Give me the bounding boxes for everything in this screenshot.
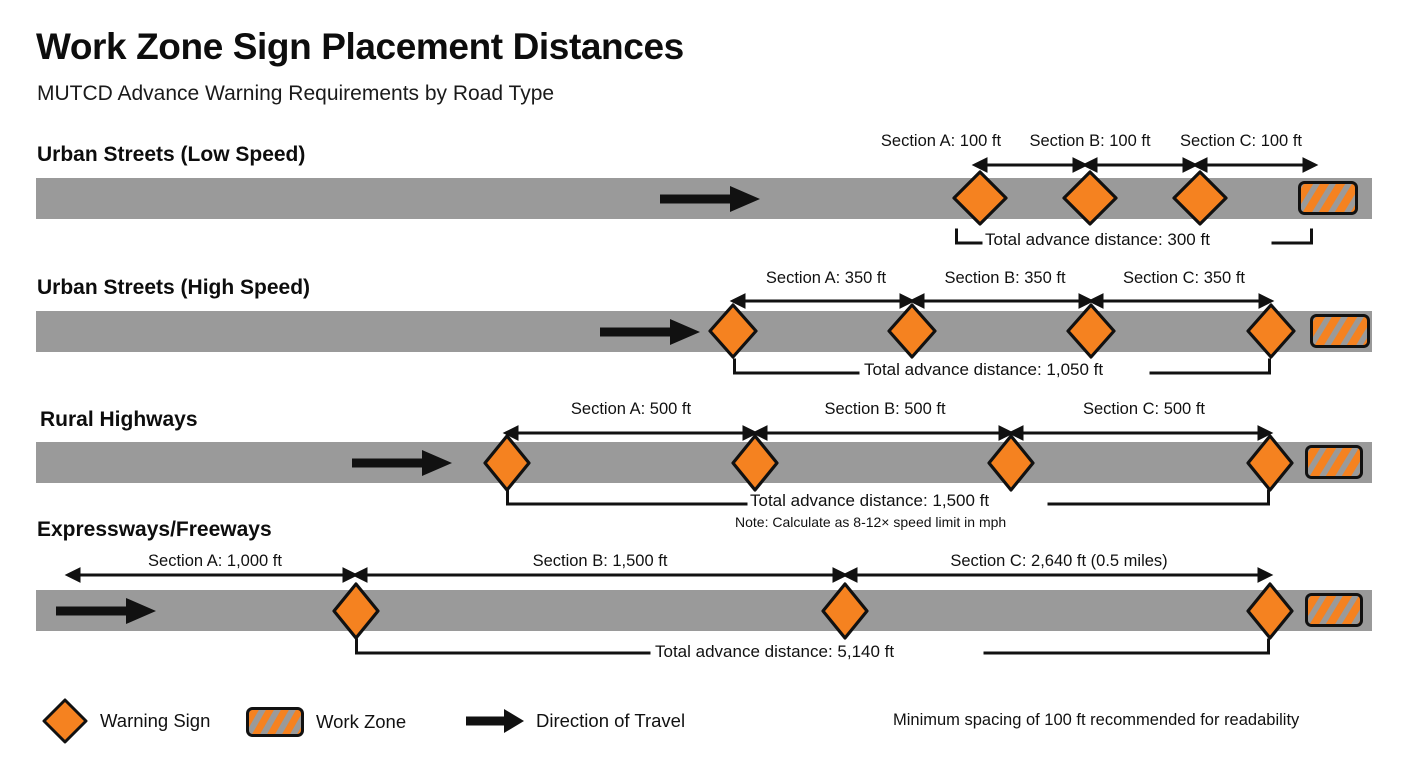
work-zone-box-row2 — [1310, 314, 1370, 348]
section-arrows-row4 — [64, 565, 1274, 585]
legend-footnote: Minimum spacing of 100 ft recommended fo… — [893, 711, 1300, 729]
section-label-row2-b: Section B: 350 ft — [944, 269, 1066, 287]
section-arrows-row3 — [502, 423, 1274, 443]
legend-label-warning-sign: Warning Sign — [100, 710, 211, 731]
section-label-row3-b: Section B: 500 ft — [824, 400, 946, 418]
total-bracket-row1 — [955, 228, 1313, 250]
warning-sign-row2-3[interactable] — [1063, 303, 1119, 359]
warning-sign-row4-3[interactable] — [1244, 582, 1296, 640]
total-label-row2: Total advance distance: 1,050 ft — [864, 360, 1104, 379]
section-arrows-row2 — [729, 291, 1275, 311]
section-label-row4-b: Section B: 1,500 ft — [532, 552, 668, 570]
row-label-urban-high-speed: Urban Streets (High Speed) — [37, 276, 311, 299]
work-zone-box-row3 — [1305, 445, 1363, 479]
warning-sign-row4-1[interactable] — [330, 582, 382, 640]
total-label-row3: Total advance distance: 1,500 ft — [750, 491, 990, 510]
warning-sign-row3-3[interactable] — [985, 434, 1037, 492]
legend-label-direction-of-travel: Direction of Travel — [536, 710, 686, 731]
section-label-row1-c: Section C: 100 ft — [1180, 132, 1302, 150]
total-bracket-row4 — [355, 638, 1270, 660]
legend-item-work-zone: Work Zone — [246, 707, 406, 737]
road-bar-row3 — [36, 442, 1372, 483]
warning-sign-row2-4[interactable] — [1243, 303, 1299, 359]
total-bracket-row2 — [733, 358, 1271, 380]
direction-arrow-row1 — [660, 184, 760, 214]
work-zone-hatch-icon — [246, 707, 304, 737]
section-label-row2-c: Section C: 350 ft — [1123, 269, 1245, 287]
page-title: Work Zone Sign Placement Distances — [36, 26, 684, 67]
warning-sign-row1-3[interactable] — [1172, 170, 1228, 226]
warning-sign-row2-1[interactable] — [705, 303, 761, 359]
road-bar-row2 — [36, 311, 1372, 352]
direction-arrow-row3 — [352, 448, 452, 478]
legend-item-direction-of-travel: Direction of Travel — [466, 708, 685, 734]
page-subtitle: MUTCD Advance Warning Requirements by Ro… — [37, 82, 555, 105]
warning-sign-row3-1[interactable] — [481, 434, 533, 492]
warning-sign-row1-2[interactable] — [1062, 170, 1118, 226]
warning-sign-row3-4[interactable] — [1244, 434, 1296, 492]
road-bar-row4 — [36, 590, 1372, 631]
direction-arrow-row4 — [56, 596, 156, 626]
warning-sign-row1-1[interactable] — [952, 170, 1008, 226]
legend-item-warning-sign: Warning Sign — [42, 698, 210, 744]
row-label-urban-low-speed: Urban Streets (Low Speed) — [37, 143, 306, 166]
section-label-row1-b: Section B: 100 ft — [1029, 132, 1151, 150]
warning-sign-diamond-icon — [42, 698, 88, 744]
section-label-row1-a: Section A: 100 ft — [880, 132, 1002, 150]
direction-arrow-icon — [466, 708, 524, 734]
section-label-row4-a: Section A: 1,000 ft — [148, 552, 282, 570]
direction-arrow-row2 — [600, 317, 700, 347]
section-label-row4-c: Section C: 2,640 ft (0.5 miles) — [950, 552, 1168, 570]
total-bracket-row3 — [506, 489, 1270, 511]
warning-sign-row3-2[interactable] — [729, 434, 781, 492]
row-label-rural-highways: Rural Highways — [40, 408, 198, 431]
total-label-row4: Total advance distance: 5,140 ft — [655, 642, 895, 661]
section-label-row2-a: Section A: 350 ft — [765, 269, 887, 287]
row-label-expressways-freeways: Expressways/Freeways — [37, 518, 272, 541]
work-zone-box-row4 — [1305, 593, 1363, 627]
work-zone-box-row1 — [1298, 181, 1358, 215]
section-arrows-row1 — [971, 155, 1319, 175]
legend-label-work-zone: Work Zone — [316, 711, 407, 732]
section-label-row3-a: Section A: 500 ft — [570, 400, 692, 418]
section-label-row3-c: Section C: 500 ft — [1083, 400, 1205, 418]
note-row3: Note: Calculate as 8-12× speed limit in … — [735, 514, 1007, 530]
warning-sign-row4-2[interactable] — [819, 582, 871, 640]
total-label-row1: Total advance distance: 300 ft — [985, 230, 1210, 249]
warning-sign-row2-2[interactable] — [884, 303, 940, 359]
